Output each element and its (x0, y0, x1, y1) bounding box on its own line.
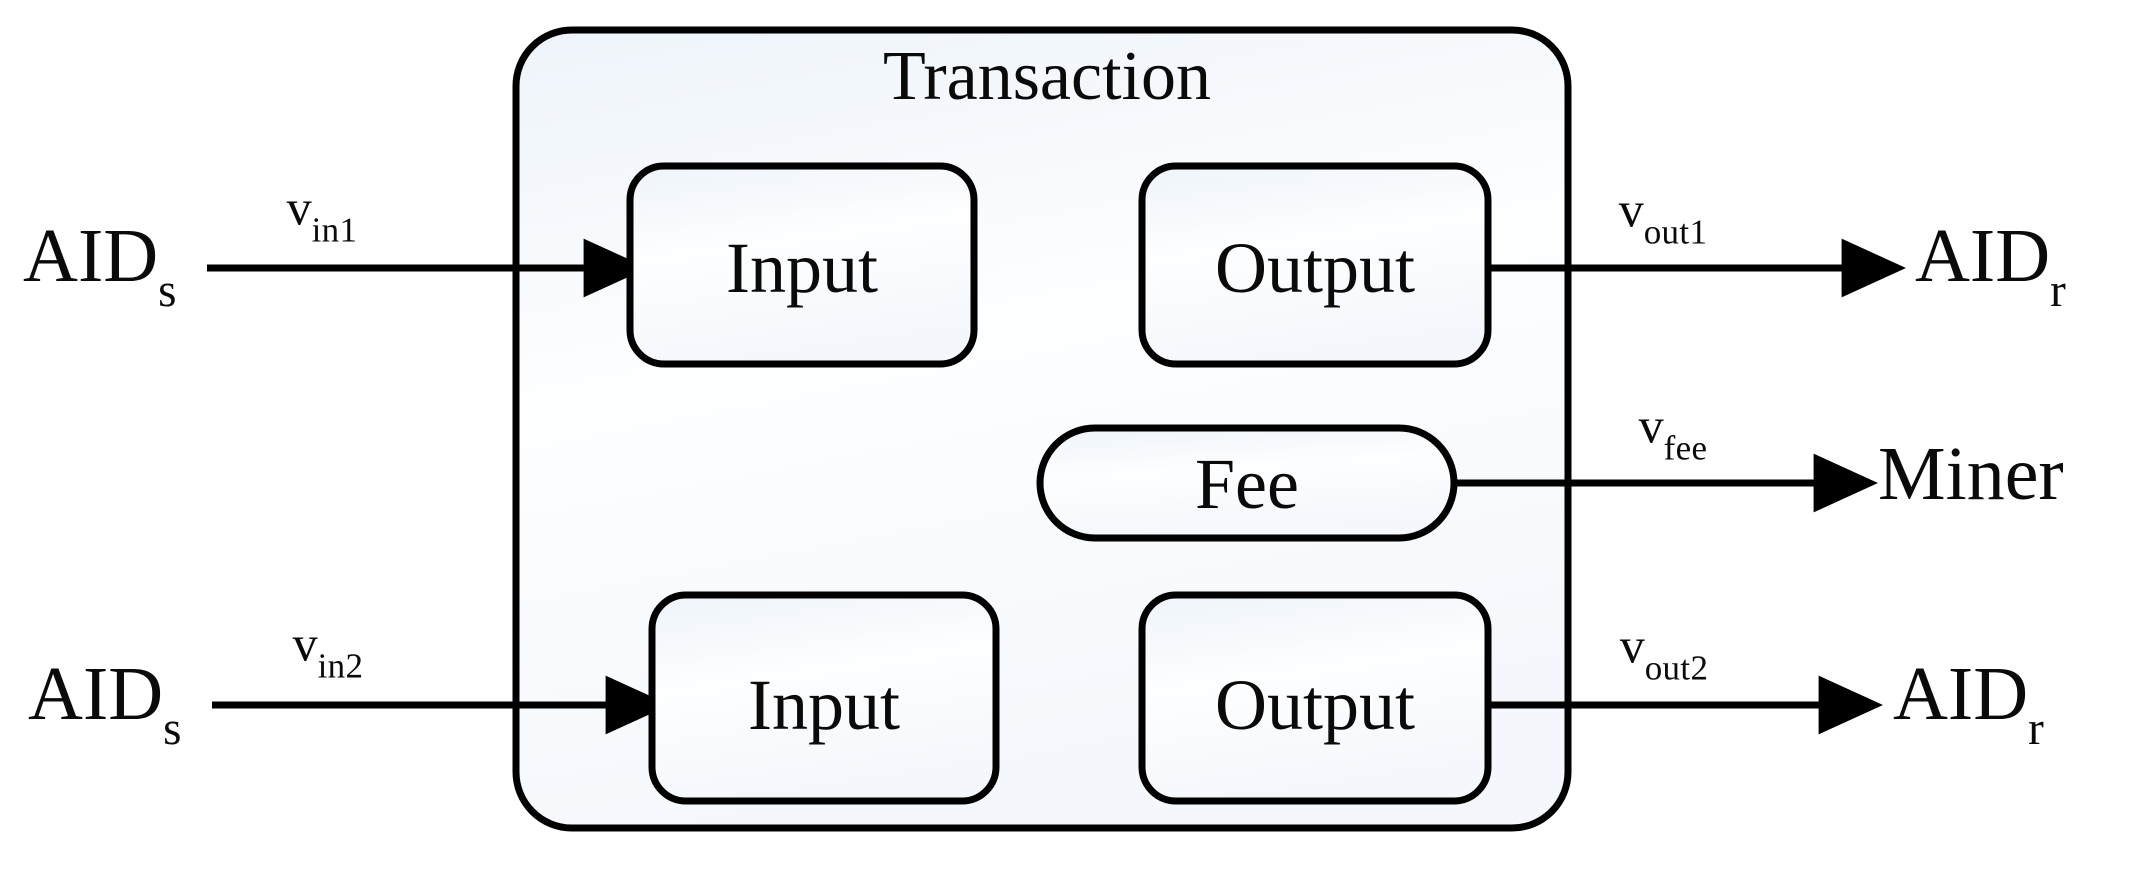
node-label-output-bottom: Output (1214, 665, 1416, 745)
edge-label-fee-base: v (1638, 397, 1664, 454)
edge-label-fee: vfee (1638, 397, 1708, 466)
endpoint-sender-top-subscript: s (158, 264, 177, 317)
endpoint-sender-bottom: AIDs (28, 656, 182, 752)
edge-label-out1-base: v (1618, 181, 1644, 238)
edge-label-fee-subscript: fee (1663, 428, 1708, 468)
node-label-input-bottom: Input (748, 665, 900, 745)
edge-label-in2-base: v (292, 615, 318, 672)
edge-label-in2-subscript: in2 (317, 646, 364, 686)
edge-label-out2-base: v (1619, 617, 1645, 674)
edge-label-out2-subscript: out2 (1644, 648, 1709, 688)
node-shape-input-bottom (648, 591, 1000, 805)
edge-label-out1: vout1 (1618, 181, 1708, 250)
endpoint-miner-base: Miner (1878, 431, 2064, 516)
endpoint-receiver-bottom-subscript: r (2028, 702, 2045, 755)
endpoint-receiver-top-subscript: r (2050, 264, 2067, 317)
endpoint-sender-top: AIDs (23, 218, 177, 314)
edge-label-out1-subscript: out1 (1643, 212, 1708, 252)
node-shape-output-bottom (1138, 591, 1492, 805)
node-shape-output-top (1138, 162, 1492, 368)
endpoint-sender-bottom-base: AID (28, 651, 164, 736)
edge-label-in1-base: v (286, 179, 312, 236)
node-shape-fee (1036, 424, 1458, 542)
endpoint-receiver-bottom: AIDr (1893, 656, 2044, 752)
node-label-input-top: Input (726, 228, 878, 308)
endpoint-sender-bottom-subscript: s (163, 702, 182, 755)
edge-label-in1-subscript: in1 (311, 210, 358, 250)
endpoint-receiver-top: AIDr (1915, 218, 2066, 314)
endpoint-receiver-bottom-base: AID (1893, 651, 2029, 736)
endpoint-receiver-top-base: AID (1915, 213, 2051, 298)
endpoint-sender-top-base: AID (23, 213, 159, 298)
node-label-output-top: Output (1214, 228, 1416, 308)
edge-label-in1: vin1 (286, 179, 358, 248)
node-shape-input-top (626, 162, 978, 368)
node-label-fee: Fee (1195, 444, 1299, 524)
edge-label-out2: vout2 (1619, 617, 1709, 686)
transaction-title: Transaction (883, 38, 1211, 115)
edge-label-in2: vin2 (292, 615, 364, 684)
endpoint-miner: Miner (1878, 436, 2064, 524)
